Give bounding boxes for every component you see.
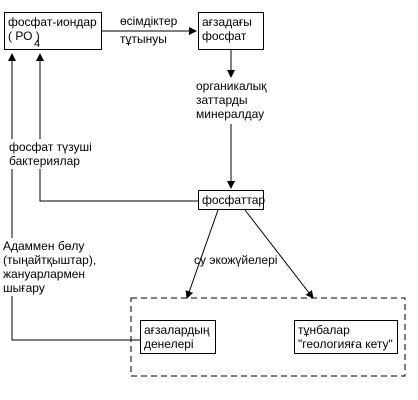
water-ecosystem-region bbox=[130, 297, 406, 377]
node-phosphate-ions-line1: фосфат-иондар bbox=[8, 15, 97, 29]
arrow-phosphates-to-ions bbox=[36, 53, 198, 202]
edge-label-water-ecosystems: су экожүйелері bbox=[194, 253, 277, 267]
edge-label-mineralization: органикалық заттарды минералдау bbox=[196, 79, 267, 121]
edge-label-excretion: Адаммен бөлу (тыңайтқыштар), жануарларме… bbox=[2, 238, 98, 296]
edge-label-mineralization-line2: заттарды bbox=[196, 93, 248, 107]
edge-label-bacteria-line1: фосфат түзуші bbox=[9, 140, 92, 154]
node-sediments: тұнбалар "геологияға кету" bbox=[294, 320, 398, 354]
arrow-phosphates-to-sediments bbox=[244, 209, 314, 299]
node-phosphates: фосфаттар bbox=[198, 190, 266, 210]
node-body-phosphate-line1: ағзадағы bbox=[202, 15, 252, 29]
edge-label-excretion-line1: Адаммен бөлу bbox=[3, 239, 85, 253]
node-phosphate-ions-subscript: 4 bbox=[34, 38, 41, 50]
edge-label-excretion-line3: жануарлармен bbox=[3, 267, 86, 281]
edge-label-plants-line2: тұтынуы bbox=[120, 32, 167, 46]
edge-label-plants-consumption: тұтынуы bbox=[120, 32, 167, 46]
node-phosphates-label: фосфаттар bbox=[202, 193, 266, 207]
node-sediments-line2: "геологияға кету" bbox=[298, 337, 393, 351]
edge-label-plants: өсімдіктер bbox=[120, 14, 177, 28]
edge-label-water-ecosystems-line1: су экожүйелері bbox=[194, 253, 278, 267]
arrow-bodies-to-ions bbox=[8, 53, 140, 341]
node-phosphate-ions-line2: ( РО ) bbox=[8, 29, 40, 43]
node-body-phosphate-line2: фосфат bbox=[202, 29, 247, 43]
edge-label-bacteria-line2: бактериялар bbox=[9, 154, 80, 168]
edge-label-excretion-line4: шығару bbox=[3, 281, 45, 295]
node-phosphate-ions: фосфат-иондар ( РО ) bbox=[4, 12, 102, 50]
node-organism-bodies: ағзалардың денелері bbox=[140, 320, 216, 354]
node-organism-bodies-line1: ағзалардың bbox=[144, 323, 210, 337]
node-organism-bodies-line2: денелері bbox=[144, 337, 194, 351]
edge-label-mineralization-line3: минералдау bbox=[196, 107, 265, 121]
edge-label-bacteria: фосфат түзуші бактериялар bbox=[8, 139, 93, 169]
edge-label-excretion-line2: (тыңайтқыштар), bbox=[3, 253, 97, 267]
edge-label-mineralization-line1: органикалық bbox=[196, 79, 267, 93]
edge-label-plants-line1: өсімдіктер bbox=[120, 14, 178, 28]
node-body-phosphate: ағзадағы фосфат bbox=[198, 12, 264, 50]
arrow-phosphates-to-bodies bbox=[185, 209, 219, 299]
node-sediments-line1: тұнбалар bbox=[298, 323, 350, 337]
